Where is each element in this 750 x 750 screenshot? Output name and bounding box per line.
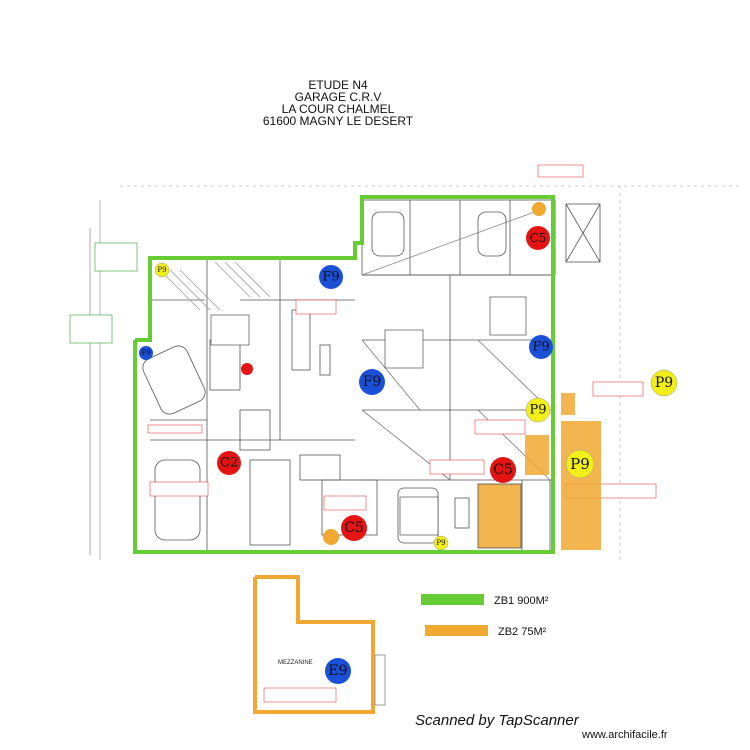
marker-p9-circle bbox=[650, 369, 678, 397]
scanner-caption: Scanned by TapScanner bbox=[415, 712, 579, 729]
zb2-zone-b bbox=[477, 483, 522, 549]
zb2-zone-d bbox=[561, 421, 601, 550]
marker-e9-circle bbox=[325, 658, 351, 684]
small-orange-marker bbox=[323, 529, 339, 545]
legend-zb2-swatch bbox=[425, 625, 488, 636]
title-line-3: LA COUR CHALMEL bbox=[282, 102, 395, 116]
marker-c5-circle bbox=[490, 457, 516, 483]
marker-p9-circle bbox=[525, 397, 551, 423]
marker-c5-circle bbox=[341, 515, 367, 541]
marker-f9-circle bbox=[359, 369, 385, 395]
title-line-1: ETUDE N4 bbox=[308, 78, 368, 92]
legend: ZB1 900M² ZB2 75M² bbox=[421, 594, 549, 638]
marker-c5-circle bbox=[526, 226, 550, 250]
watermark-url: www.archifacile.fr bbox=[582, 729, 668, 741]
small-orange-marker bbox=[532, 202, 546, 216]
annotation-boxes bbox=[69, 164, 657, 703]
marker-c5-label: C5 bbox=[493, 462, 513, 478]
marker-p9-label: P9 bbox=[157, 266, 166, 274]
marker-p9-label: P9 bbox=[570, 455, 590, 473]
plan-drawing bbox=[89, 185, 740, 560]
mezzanine-outline bbox=[253, 575, 375, 714]
marker-c5-label: C5 bbox=[530, 231, 547, 245]
zone-zb1-boundary bbox=[133, 195, 555, 554]
marker-f9-label: F9 bbox=[363, 374, 382, 390]
markers: P9 P9 P9 P9 P9 F9 F9 F9 F9 E9 C5 C5 C5 C… bbox=[139, 202, 678, 684]
marker-c2-label: C2 bbox=[220, 456, 238, 471]
marker-c2-circle bbox=[217, 451, 241, 475]
marker-p9-label: P9 bbox=[655, 375, 673, 391]
legend-zb2-label: ZB2 75M² bbox=[498, 626, 547, 638]
marker-f9-label: F9 bbox=[532, 340, 549, 355]
marker-f9-label: F9 bbox=[141, 349, 150, 357]
marker-p9-label: P9 bbox=[436, 539, 445, 547]
marker-p9-circle bbox=[433, 535, 449, 551]
marker-e9-label: E9 bbox=[328, 663, 347, 679]
marker-f9-circle bbox=[319, 265, 343, 289]
zone-zb2: MEZZANINE bbox=[253, 393, 601, 714]
title-line-4: 61600 MAGNY LE DESERT bbox=[263, 114, 414, 128]
zb2-zone-c bbox=[561, 393, 575, 415]
mezzanine-label: MEZZANINE bbox=[278, 660, 313, 666]
small-red-marker bbox=[241, 363, 253, 375]
marker-p9-circle bbox=[154, 262, 170, 278]
title-block: ETUDE N4 GARAGE C.R.V LA COUR CHALMEL 61… bbox=[263, 78, 414, 128]
legend-zb1-swatch bbox=[421, 594, 484, 605]
marker-f9-label: F9 bbox=[322, 270, 339, 285]
legend-zb1-label: ZB1 900M² bbox=[494, 595, 549, 607]
marker-p9-circle bbox=[565, 449, 595, 479]
marker-c5-label: C5 bbox=[344, 520, 364, 536]
title-line-2: GARAGE C.R.V bbox=[295, 90, 382, 104]
marker-f9-circle bbox=[139, 346, 153, 360]
marker-f9-circle bbox=[529, 335, 553, 359]
zb2-zone-a bbox=[525, 435, 549, 475]
marker-p9-label: P9 bbox=[529, 403, 546, 418]
